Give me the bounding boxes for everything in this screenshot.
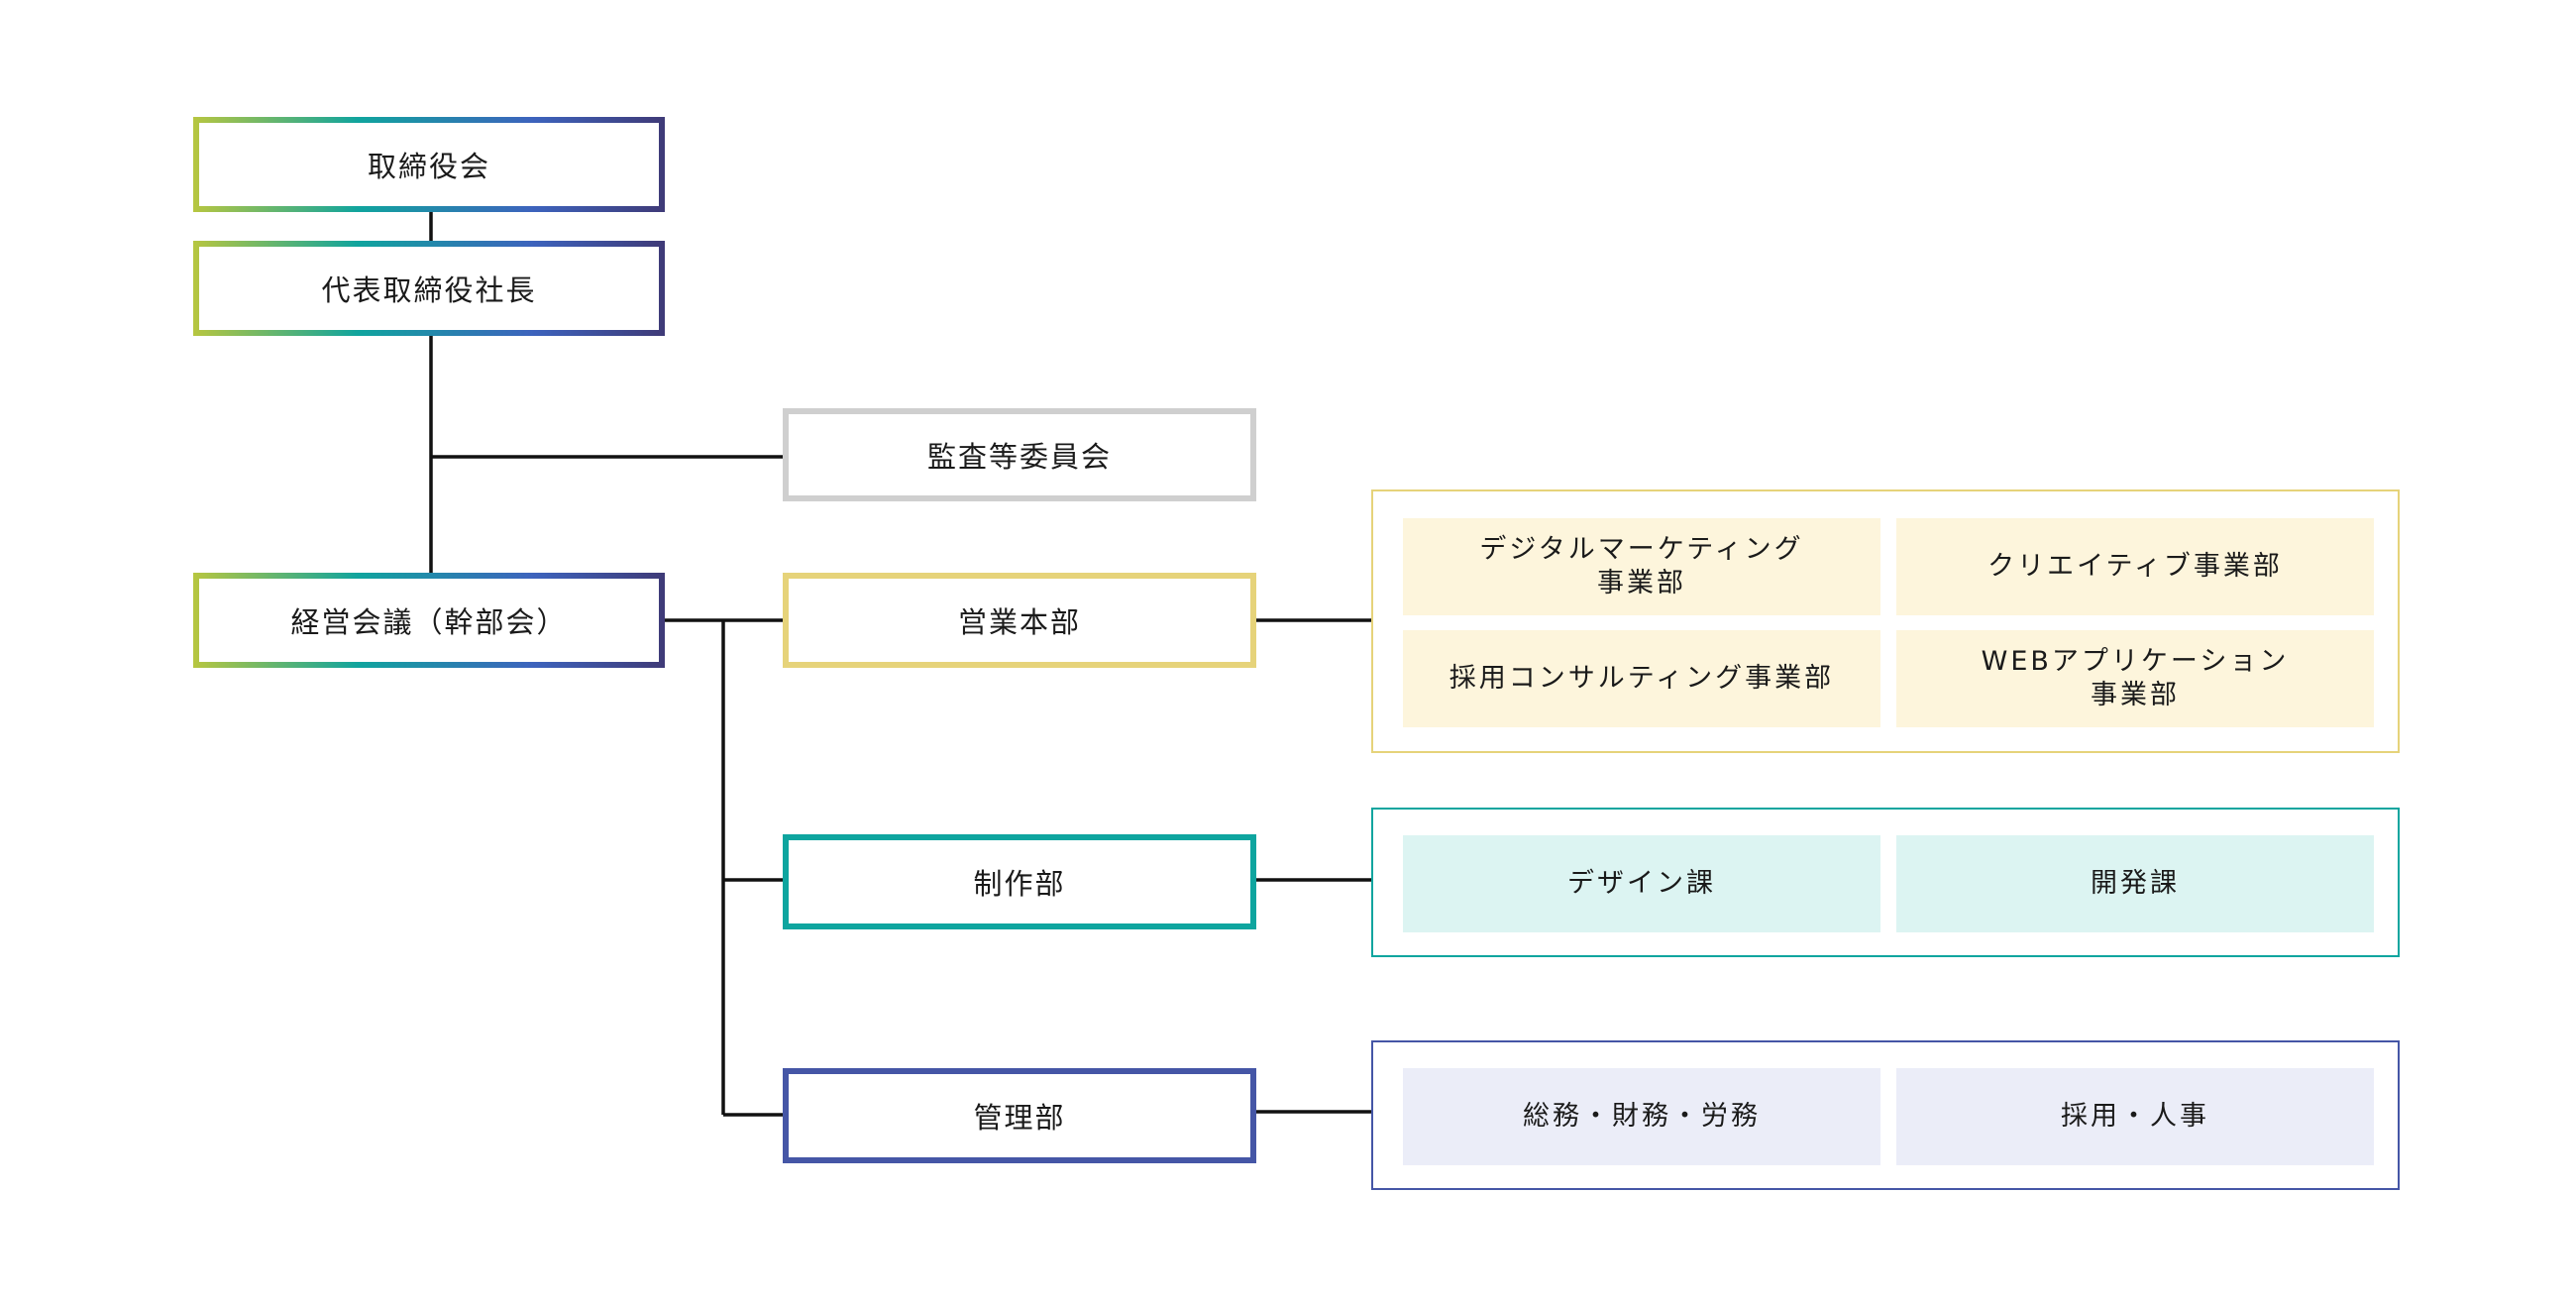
audit-committee-box: 監査等委員会: [783, 408, 1256, 501]
production-units-group: デザイン課 開発課: [1371, 808, 2400, 957]
sales-units-group: デジタルマーケティング 事業部 クリエイティブ事業部 採用コンサルティング事業部…: [1371, 489, 2400, 753]
sales-unit: クリエイティブ事業部: [1896, 518, 2374, 615]
sales-unit: WEBアプリケーション 事業部: [1896, 630, 2374, 727]
admin-units-group: 総務・財務・労務 採用・人事: [1371, 1040, 2400, 1190]
sales-unit: デジタルマーケティング 事業部: [1403, 518, 1880, 615]
president-label: 代表取締役社長: [321, 273, 537, 307]
sales-hq-box: 営業本部: [783, 573, 1256, 668]
sales-unit: 採用コンサルティング事業部: [1403, 630, 1880, 727]
management-meeting-box: 経営会議（幹部会）: [193, 573, 665, 668]
admin-unit: 総務・財務・労務: [1403, 1068, 1880, 1165]
administration-label: 管理部: [973, 1101, 1066, 1135]
board-label: 取締役会: [367, 150, 490, 183]
production-label: 制作部: [973, 867, 1066, 901]
sales-hq-label: 営業本部: [957, 605, 1081, 639]
president-box: 代表取締役社長: [193, 241, 665, 336]
audit-committee-label: 監査等委員会: [926, 440, 1112, 474]
management-meeting-label: 経営会議（幹部会）: [290, 605, 568, 639]
production-unit: デザイン課: [1403, 835, 1880, 932]
production-unit: 開発課: [1896, 835, 2374, 932]
production-box: 制作部: [783, 834, 1256, 929]
administration-box: 管理部: [783, 1068, 1256, 1163]
admin-unit: 採用・人事: [1896, 1068, 2374, 1165]
board-box: 取締役会: [193, 117, 665, 212]
